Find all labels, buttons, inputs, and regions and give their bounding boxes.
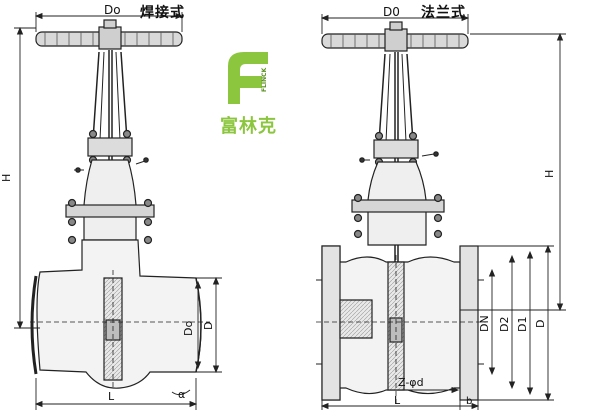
flanged-d-label: D bbox=[534, 320, 547, 328]
flanged-d1-label: D1 bbox=[516, 317, 529, 332]
flanged-h-label: H bbox=[543, 170, 556, 178]
welded-alpha-label: α bbox=[178, 388, 185, 401]
welded-valve-drawing bbox=[14, 12, 222, 410]
flanged-dn-label: DN bbox=[478, 315, 491, 332]
welded-d-label: D bbox=[202, 322, 215, 330]
flanged-caption: 法兰式 bbox=[421, 5, 466, 21]
flanged-d2-label: D2 bbox=[498, 317, 511, 332]
flanged-b-label: b bbox=[466, 396, 472, 407]
flanged-valve-drawing bbox=[316, 14, 566, 410]
flanged-l-label: L bbox=[394, 394, 401, 407]
welded-dimensions bbox=[14, 12, 222, 410]
flanged-bonnet bbox=[351, 161, 445, 246]
logo-english-name: FLINCK bbox=[261, 67, 268, 92]
welded-bonnet bbox=[65, 159, 155, 245]
flanged-dimensions bbox=[320, 14, 566, 410]
flanged-handwheel bbox=[321, 21, 469, 52]
flanged-do-top-label: D0 bbox=[383, 5, 400, 19]
welded-do-top-label: Do bbox=[104, 3, 121, 17]
flanged-z-phi-d-label: Z-φd bbox=[398, 376, 424, 389]
flinck-logo-mark bbox=[228, 52, 268, 104]
welded-caption: 焊接式 bbox=[140, 5, 185, 21]
welded-handwheel bbox=[35, 19, 183, 50]
welded-h-label: H bbox=[0, 174, 13, 182]
logo-chinese-name: 富林克 bbox=[220, 116, 277, 137]
welded-body bbox=[30, 239, 210, 389]
welded-do-side-label: Do bbox=[182, 321, 195, 336]
flanged-body bbox=[316, 245, 486, 404]
welded-l-label: L bbox=[108, 390, 115, 403]
